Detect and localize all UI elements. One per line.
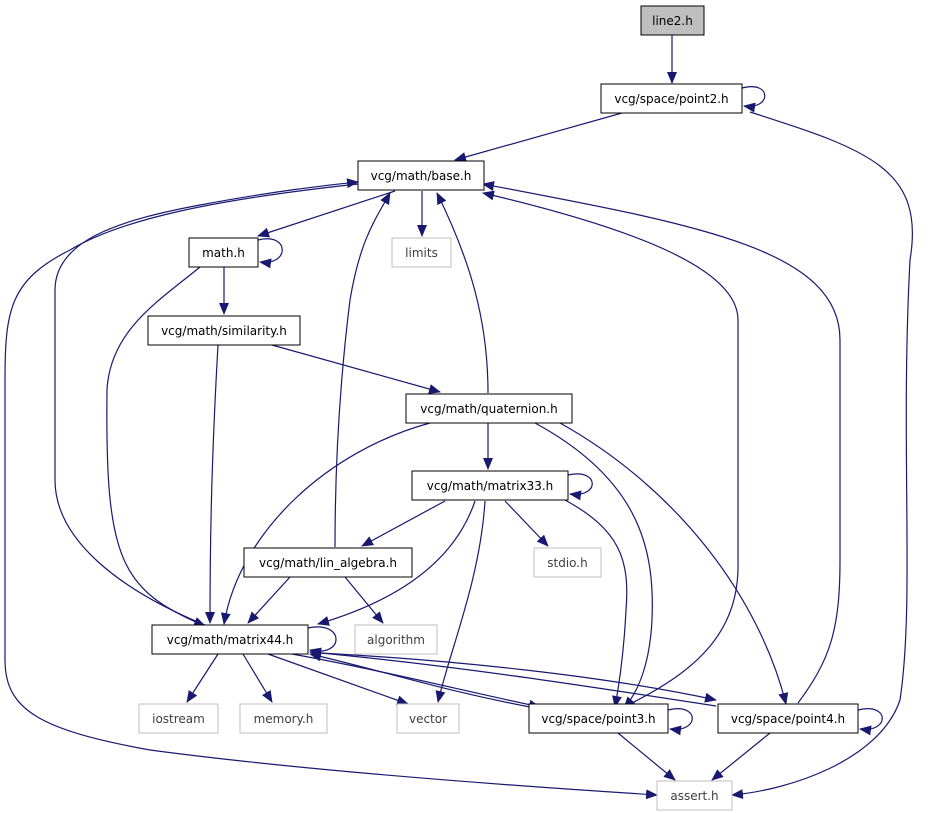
edge-quaternion-base	[436, 192, 489, 394]
edge-point4-assert	[711, 732, 771, 781]
node-lin-algebra[interactable]: vcg/math/lin_algebra.h	[243, 547, 413, 578]
node-assert[interactable]: assert.h	[656, 780, 733, 811]
edge-matrix44-point3	[291, 653, 541, 710]
edge-lin-algebra-algorithm	[344, 576, 384, 624]
node-assert-label: assert.h	[670, 789, 718, 803]
edge-quaternion-point4	[559, 422, 789, 705]
edge-point4-base	[482, 181, 841, 704]
edge-lin-algebra-matrix44	[247, 576, 291, 624]
node-similarity-label: vcg/math/similarity.h	[161, 324, 287, 338]
edge-base-math	[257, 190, 396, 238]
edge-matrix44-vector	[267, 653, 409, 706]
edge-matrix33-point3	[564, 499, 628, 708]
node-point2[interactable]: vcg/space/point2.h	[600, 83, 743, 114]
edge-matrix33-vector	[435, 500, 486, 703]
edge-math-matrix44	[106, 266, 206, 627]
edge-math-math-self	[257, 238, 283, 269]
node-lin-algebra-label: vcg/math/lin_algebra.h	[259, 556, 397, 570]
edge-matrix33-stdio	[504, 500, 549, 547]
edge-point3-point3-self	[667, 708, 693, 736]
edge-matrix44-iostream	[186, 653, 219, 703]
edge-matrix33-lin-algebra	[361, 500, 446, 547]
node-algorithm[interactable]: algorithm	[354, 624, 438, 655]
edge-point3-assert	[617, 732, 676, 781]
node-point4-label: vcg/space/point4.h	[731, 712, 845, 726]
edge-matrix44-memory	[242, 653, 273, 703]
edge-matrix33-matrix44	[317, 500, 476, 626]
node-memory-label: memory.h	[254, 712, 314, 726]
node-stdio-label: stdio.h	[547, 556, 587, 570]
node-line2-label: line2.h	[652, 14, 693, 28]
node-matrix33[interactable]: vcg/math/matrix33.h	[411, 470, 569, 501]
node-limits-label: limits	[405, 246, 438, 260]
node-algorithm-label: algorithm	[367, 633, 425, 647]
node-base[interactable]: vcg/math/base.h	[357, 160, 485, 191]
edge-matrix44-base	[54, 178, 359, 626]
edge-base-assert	[4, 183, 658, 800]
node-stdio[interactable]: stdio.h	[533, 547, 602, 578]
node-point4[interactable]: vcg/space/point4.h	[717, 703, 859, 734]
edge-point4-point4-self	[857, 708, 883, 736]
edge-matrix44-point4	[319, 652, 717, 703]
edge-point4-matrix44	[309, 648, 717, 707]
node-point3-label: vcg/space/point3.h	[541, 712, 655, 726]
node-line2[interactable]: line2.h	[640, 5, 705, 36]
node-math[interactable]: math.h	[188, 237, 259, 268]
node-quaternion-label: vcg/math/quaternion.h	[420, 402, 557, 416]
node-matrix44-label: vcg/math/matrix44.h	[167, 633, 294, 647]
node-iostream-label: iostream	[152, 712, 205, 726]
edge-point3-matrix44	[309, 651, 531, 708]
node-math-label: math.h	[202, 246, 245, 260]
edge-point2-point2-self	[741, 86, 766, 113]
node-vector[interactable]: vector	[396, 703, 460, 734]
edge-point2-base	[454, 112, 623, 162]
node-limits[interactable]: limits	[391, 237, 452, 268]
edge-point2-assert	[731, 111, 913, 800]
edge-similarity-quaternion	[271, 344, 441, 394]
node-point2-label: vcg/space/point2.h	[614, 92, 728, 106]
node-vector-label: vector	[409, 712, 447, 726]
edge-quaternion-point3	[534, 422, 653, 709]
node-matrix44[interactable]: vcg/math/matrix44.h	[151, 624, 309, 655]
node-point3[interactable]: vcg/space/point3.h	[528, 703, 669, 734]
edge-lin-algebra-base	[334, 192, 391, 548]
edge-matrix44-matrix44-self	[307, 626, 337, 658]
edge-quaternion-matrix44	[220, 422, 431, 625]
edge-point3-base	[482, 190, 739, 708]
edge-matrix33-matrix33-self	[567, 473, 593, 501]
node-base-label: vcg/math/base.h	[371, 169, 472, 183]
node-similarity[interactable]: vcg/math/similarity.h	[147, 315, 301, 346]
node-quaternion[interactable]: vcg/math/quaternion.h	[405, 393, 573, 424]
node-memory[interactable]: memory.h	[239, 703, 328, 734]
node-matrix33-label: vcg/math/matrix33.h	[427, 479, 554, 493]
node-iostream[interactable]: iostream	[138, 703, 219, 734]
edge-similarity-matrix44	[205, 344, 219, 624]
